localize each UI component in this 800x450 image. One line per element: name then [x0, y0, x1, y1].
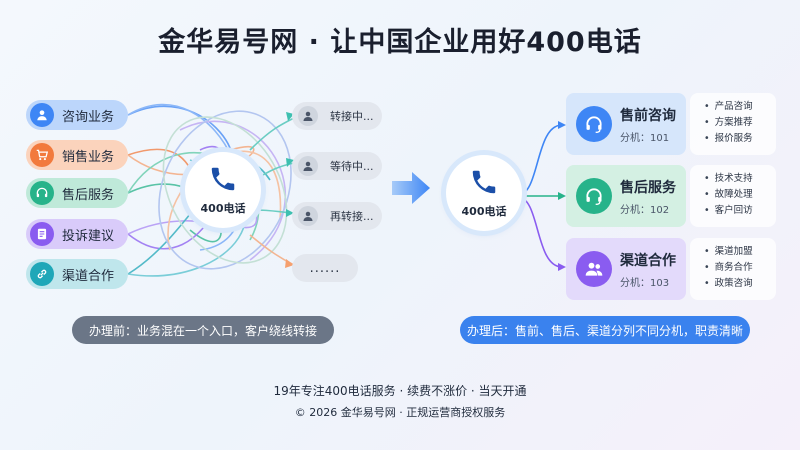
dept-extension: 分机：101 [620, 132, 670, 144]
detail-item: 渠道加盟 [704, 244, 776, 260]
person-icon [298, 156, 318, 176]
group-icon [576, 251, 612, 287]
detail-item: 故障处理 [704, 187, 776, 203]
dept-detail-channel: 渠道加盟 商务合作 政策咨询 [690, 238, 776, 300]
headset-icon [576, 106, 612, 142]
dept-detail-presales: 产品咨询 方案推荐 报价服务 [690, 93, 776, 155]
hub-400-before: 400电话 [185, 152, 261, 228]
dept-detail-aftersales: 技术支持 故障处理 客户回访 [690, 165, 776, 227]
detail-item: 方案推荐 [704, 115, 776, 131]
page-title: 金华易号网 · 让中国企业用好400电话 [158, 27, 642, 58]
business-label: 渠道合作 [62, 268, 115, 284]
business-label: 咨询业务 [62, 109, 115, 125]
user-icon [30, 103, 54, 127]
person-icon [298, 206, 318, 226]
hub-label: 400电话 [461, 205, 507, 218]
phone-icon [208, 164, 238, 198]
detail-item: 报价服务 [704, 131, 776, 147]
status-text: 再转接... [330, 210, 374, 223]
cart-icon [30, 143, 54, 167]
dept-name: 售前咨询 [620, 107, 676, 124]
link-icon [30, 262, 54, 286]
business-label: 投诉建议 [62, 228, 115, 244]
detail-item: 政策咨询 [704, 276, 776, 292]
business-pill-complaint: 投诉建议 [26, 219, 128, 249]
status-waiting: 等待中... [292, 152, 382, 180]
dept-channel: 渠道合作 分机：103 [566, 238, 686, 300]
person-icon [298, 106, 318, 126]
business-label: 销售业务 [62, 149, 115, 165]
headset-icon [576, 178, 612, 214]
business-pill-aftersales: 售后服务 [26, 178, 128, 208]
transition-arrow-icon [392, 172, 430, 204]
hub-400-after: 400电话 [446, 155, 522, 231]
detail-item: 产品咨询 [704, 99, 776, 115]
dept-extension: 分机：102 [620, 204, 670, 216]
phone-icon [469, 167, 499, 201]
caption-after: 办理后：售前、售后、渠道分列不同分机，职责清晰 [460, 316, 750, 344]
business-pill-sales: 销售业务 [26, 140, 128, 170]
headset-icon [30, 181, 54, 205]
detail-item: 技术支持 [704, 171, 776, 187]
dept-name: 渠道合作 [620, 252, 676, 269]
document-icon [30, 222, 54, 246]
status-text: 转接中... [330, 110, 374, 123]
business-pill-channel: 渠道合作 [26, 259, 128, 289]
status-transferring: 转接中... [292, 102, 382, 130]
status-text: 等待中... [330, 160, 374, 173]
status-more: ...... [292, 254, 358, 282]
business-label: 售后服务 [62, 187, 115, 203]
business-pill-consult: 咨询业务 [26, 100, 128, 130]
dept-aftersales: 售后服务 分机：102 [566, 165, 686, 227]
detail-item: 客户回访 [704, 203, 776, 219]
status-retransfer: 再转接... [292, 202, 382, 230]
footer-tagline: 19年专注400电话服务 · 续费不涨价 · 当天开通 [273, 384, 527, 398]
caption-before: 办理前：业务混在一个入口，客户绕线转接 [72, 316, 334, 344]
footer-copyright: © 2026 金华易号网 · 正规运营商授权服务 [294, 406, 506, 419]
hub-label: 400电话 [200, 202, 246, 215]
dept-presales: 售前咨询 分机：101 [566, 93, 686, 155]
detail-item: 商务合作 [704, 260, 776, 276]
dept-extension: 分机：103 [620, 277, 670, 289]
dept-name: 售后服务 [620, 179, 676, 196]
